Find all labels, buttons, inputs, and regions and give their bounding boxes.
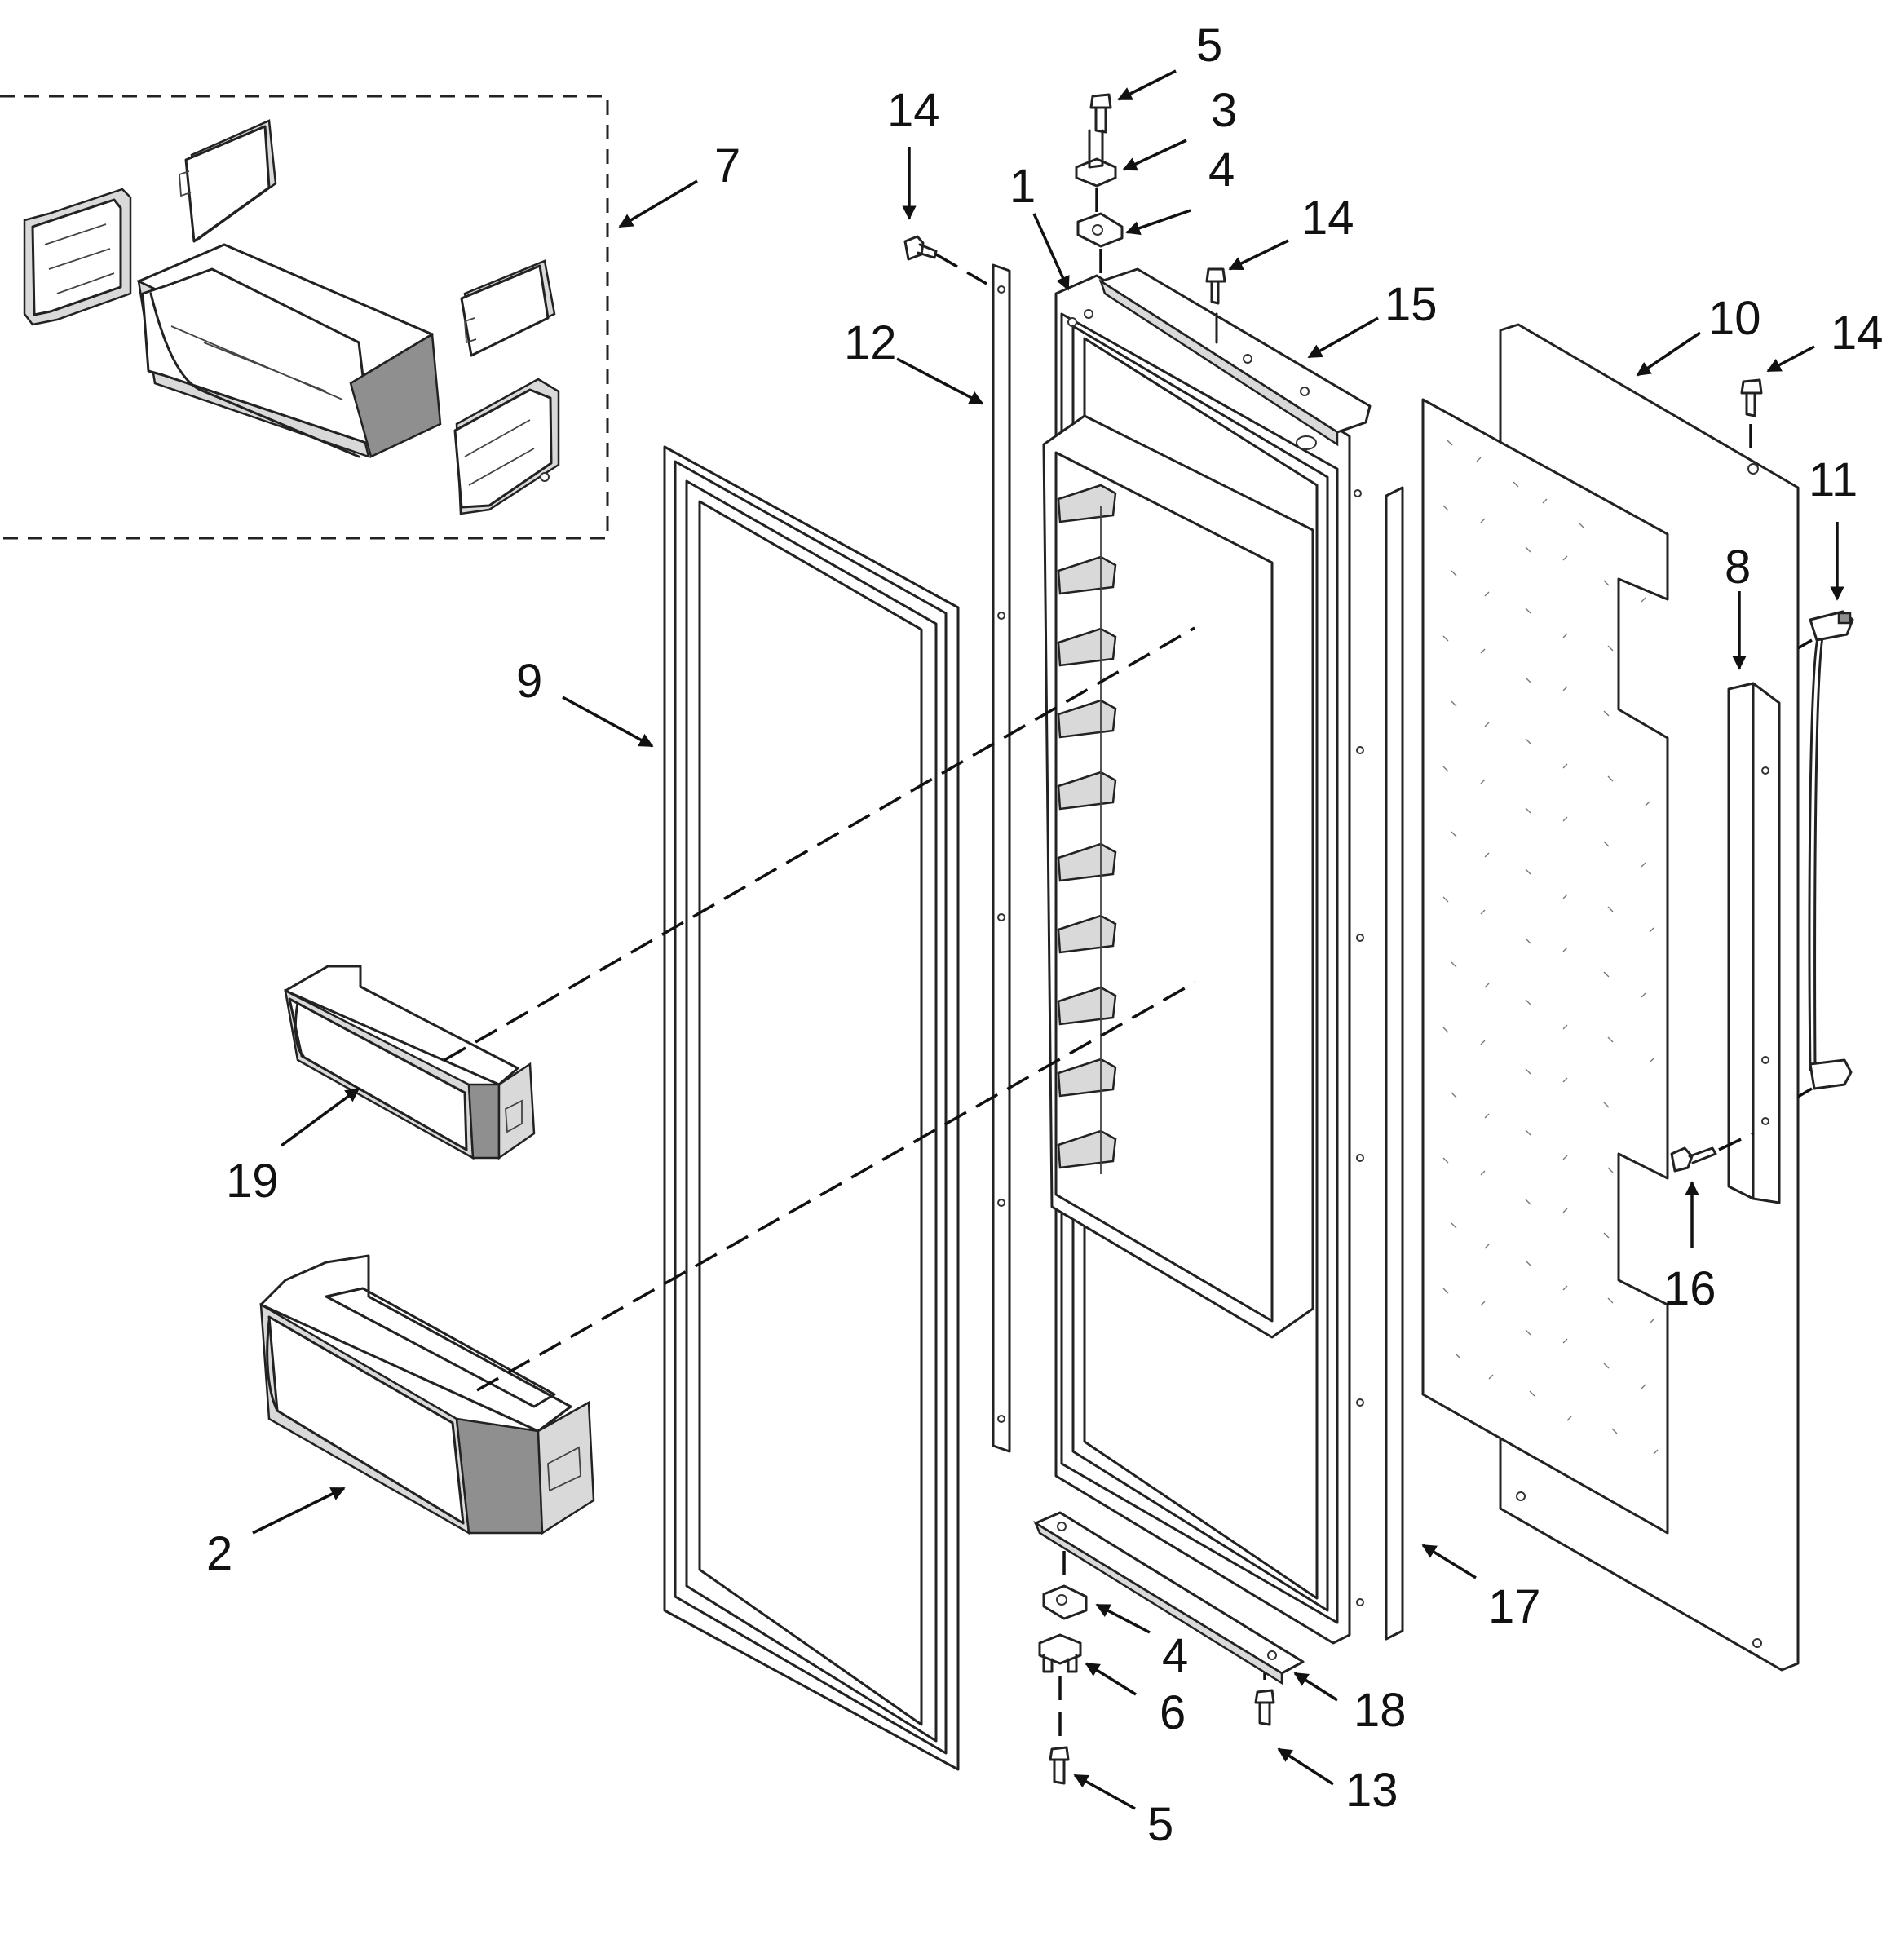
callout-4-bottom: 4 [1162,1629,1188,1682]
callout-18: 18 [1354,1684,1407,1737]
callout-4-top: 4 [1208,144,1235,197]
door-gasket [663,445,960,1771]
callout-15: 15 [1385,278,1438,331]
top-hinge-pin [1075,129,1117,212]
bottom-hinge-pin [1038,1633,1082,1745]
callout-10: 10 [1708,292,1761,345]
bottom-hinge-shim [1042,1551,1088,1620]
door-side-strip-left [992,263,1011,1453]
callout-6: 6 [1160,1686,1186,1739]
callout-3: 3 [1211,84,1237,137]
door-bin-lower [259,1254,595,1535]
foam-insulation [1421,398,1669,1535]
callout-17: 17 [1488,1580,1541,1633]
screw-5-bottom [1049,1746,1070,1785]
callout-labels: 5 3 14 7 1 4 14 15 10 14 12 11 8 9 19 16… [206,19,1884,1851]
callout-14-mid: 14 [1301,192,1354,245]
drawer-left-cap [23,188,132,326]
callout-11: 11 [1809,453,1858,506]
callout-19: 19 [226,1155,279,1208]
callout-8: 8 [1725,541,1751,594]
drawer-cover [179,119,277,243]
callout-7: 7 [714,139,740,192]
door-shelf-ribs [1057,484,1117,1174]
assembly-line-upper [444,626,1195,1062]
callout-16: 16 [1663,1262,1716,1315]
screw-14-mid [1205,267,1226,305]
screw-14-left [903,235,987,285]
callout-leaders [252,69,1844,1810]
callout-5-bottom: 5 [1147,1798,1173,1851]
top-hinge-bracket [1098,267,1372,450]
drawer-right-cover [460,259,556,357]
wire-harness [1797,610,1854,1098]
screw-14-right [1740,378,1763,457]
assembly-line-lower [476,981,1195,1392]
handle-mount-strip [1727,682,1781,1204]
top-hinge-shim [1076,212,1124,277]
callout-9: 9 [516,655,542,708]
bottom-hinge-bracket [1033,1511,1305,1685]
foam-texture [1442,440,1659,1455]
callout-14-left: 14 [887,84,940,137]
assembly-group-box [0,95,609,540]
callout-13: 13 [1345,1764,1398,1817]
drawer-right-cap [453,378,560,515]
screw-16 [1670,1132,1754,1173]
door-bin-upper [284,965,536,1160]
screw-5-top [1089,93,1112,134]
callout-14-right: 14 [1831,307,1884,360]
door-side-strip-right [1385,486,1404,1641]
callout-12: 12 [844,316,897,369]
callout-2: 2 [206,1527,232,1580]
drawer-bin [137,243,442,458]
crisper-drawer-assembly [0,95,609,540]
callout-1: 1 [1009,160,1036,213]
door-inner-liner [1042,274,1364,1645]
callout-5-top: 5 [1196,19,1222,72]
